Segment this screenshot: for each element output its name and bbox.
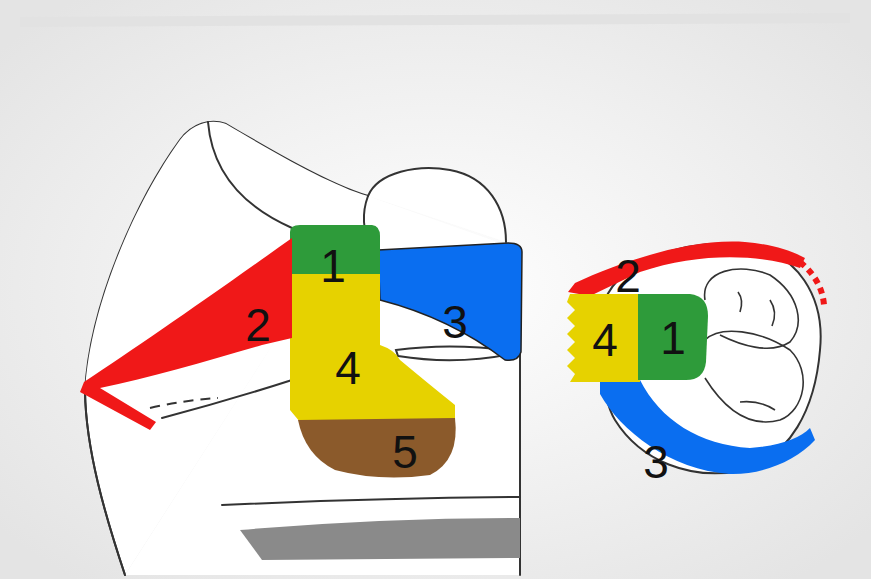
callout-number: 4 bbox=[592, 317, 618, 363]
ridge-line bbox=[738, 292, 742, 312]
hidden-line bbox=[150, 398, 218, 408]
callout-number: 1 bbox=[320, 243, 346, 289]
condyle-lobe bbox=[368, 168, 506, 242]
brown-region bbox=[298, 418, 456, 478]
yellow-region bbox=[290, 273, 455, 422]
shaft-line bbox=[222, 497, 520, 505]
callout-number: 4 bbox=[335, 345, 361, 391]
shaft-left bbox=[85, 392, 125, 575]
ridge-line bbox=[740, 402, 775, 410]
red-ligament bbox=[568, 242, 805, 296]
callout-number: 3 bbox=[643, 439, 669, 485]
callout-number: 2 bbox=[615, 253, 641, 299]
surface-line bbox=[162, 380, 292, 418]
yellow-region bbox=[567, 294, 640, 382]
red-dotted bbox=[800, 262, 824, 305]
condyle-top bbox=[705, 269, 799, 348]
condyle-bottom bbox=[705, 331, 803, 422]
condyle-fold bbox=[208, 122, 292, 228]
cut-band bbox=[240, 518, 520, 560]
blue-region bbox=[600, 380, 815, 474]
callout-number: 3 bbox=[442, 299, 468, 345]
callout-number: 2 bbox=[245, 302, 271, 348]
ridge-line bbox=[770, 300, 775, 326]
green-region bbox=[638, 294, 708, 380]
callout-number: 5 bbox=[392, 429, 418, 475]
callout-number: 1 bbox=[660, 315, 686, 361]
blue-region bbox=[378, 243, 522, 360]
red-ligament bbox=[80, 238, 292, 430]
paper-edge bbox=[20, 18, 850, 22]
